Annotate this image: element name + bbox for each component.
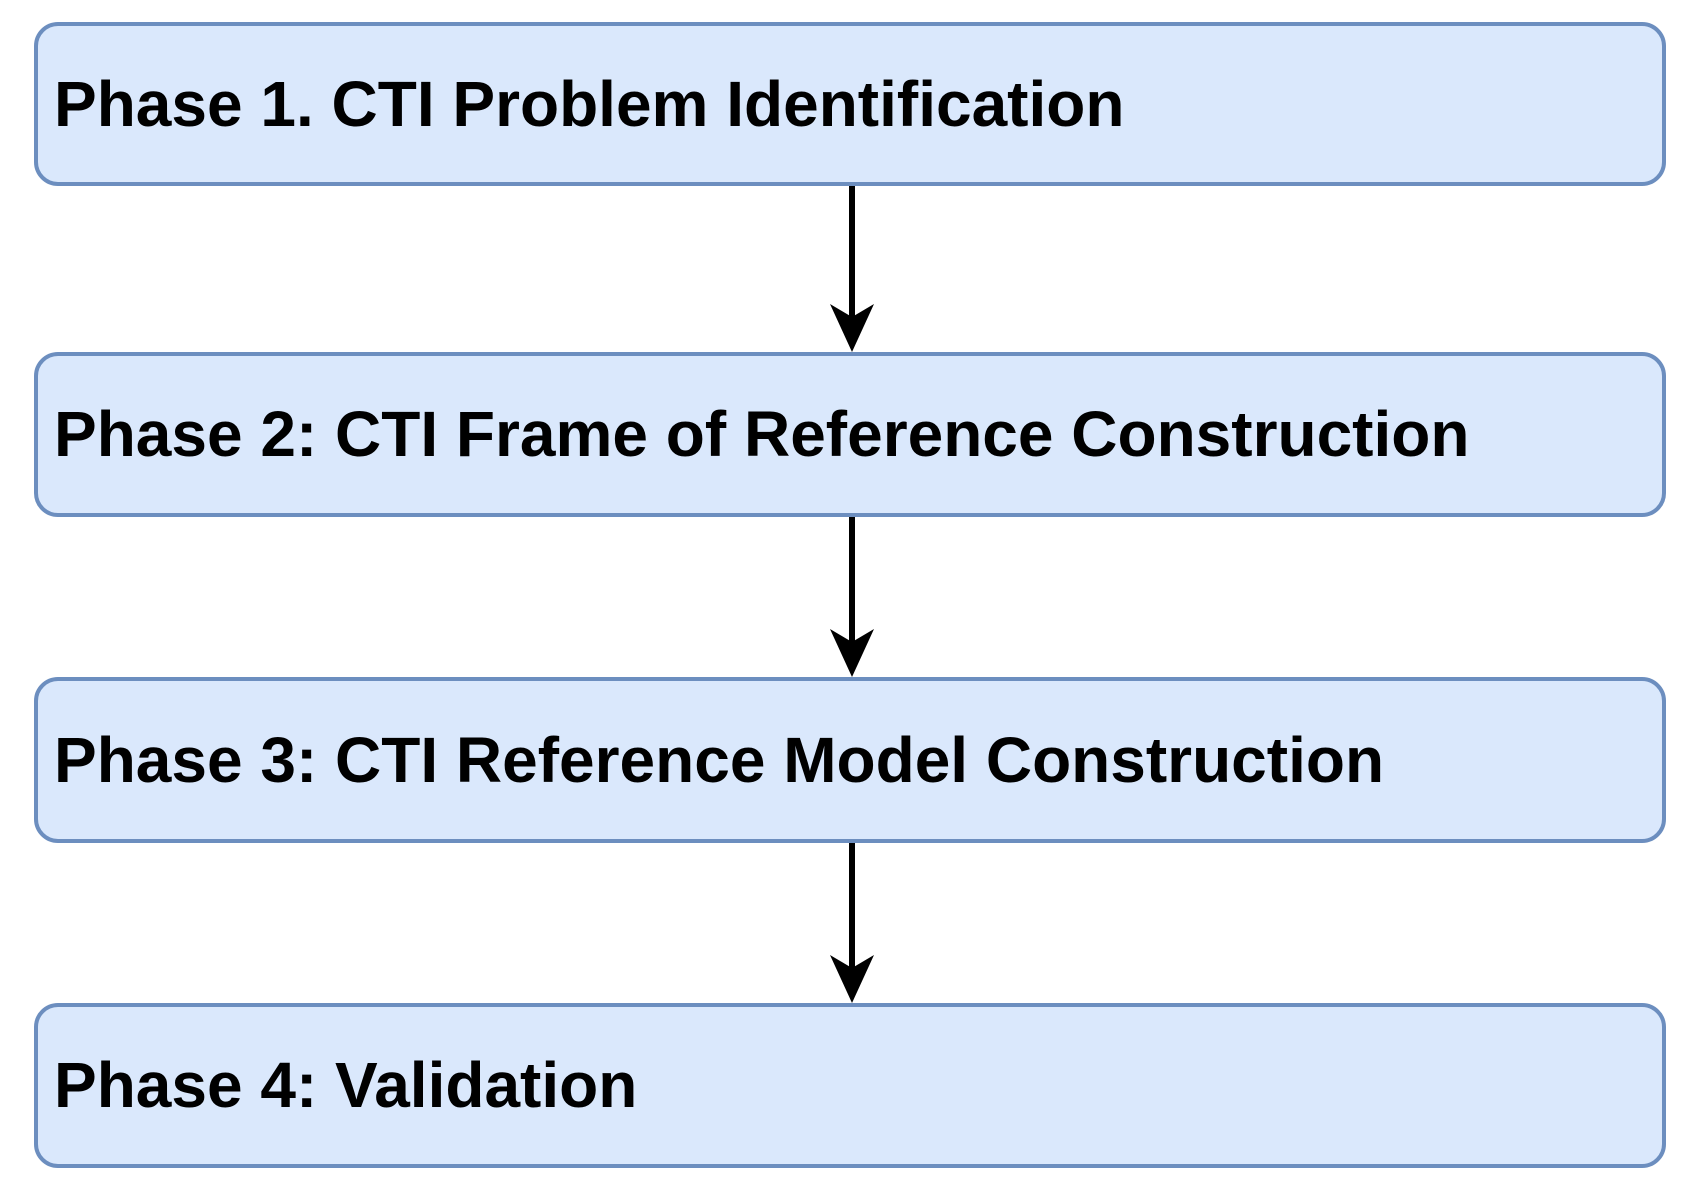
phase-box-2: Phase 2: CTI Frame of Reference Construc… [34,352,1666,517]
phase-box-1: Phase 1. CTI Problem Identification [34,22,1666,186]
phase-box-3: Phase 3: CTI Reference Model Constructio… [34,677,1666,843]
arrow-down-icon [830,843,874,1003]
arrow-down-icon [830,186,874,352]
phase-box-4: Phase 4: Validation [34,1003,1666,1168]
phase-3-label: Phase 3: CTI Reference Model Constructio… [54,723,1385,796]
phase-1-label: Phase 1. CTI Problem Identification [54,67,1125,140]
phase-4-label: Phase 4: Validation [54,1049,638,1122]
phase-2-label: Phase 2: CTI Frame of Reference Construc… [54,398,1470,471]
arrow-down-icon [830,517,874,677]
